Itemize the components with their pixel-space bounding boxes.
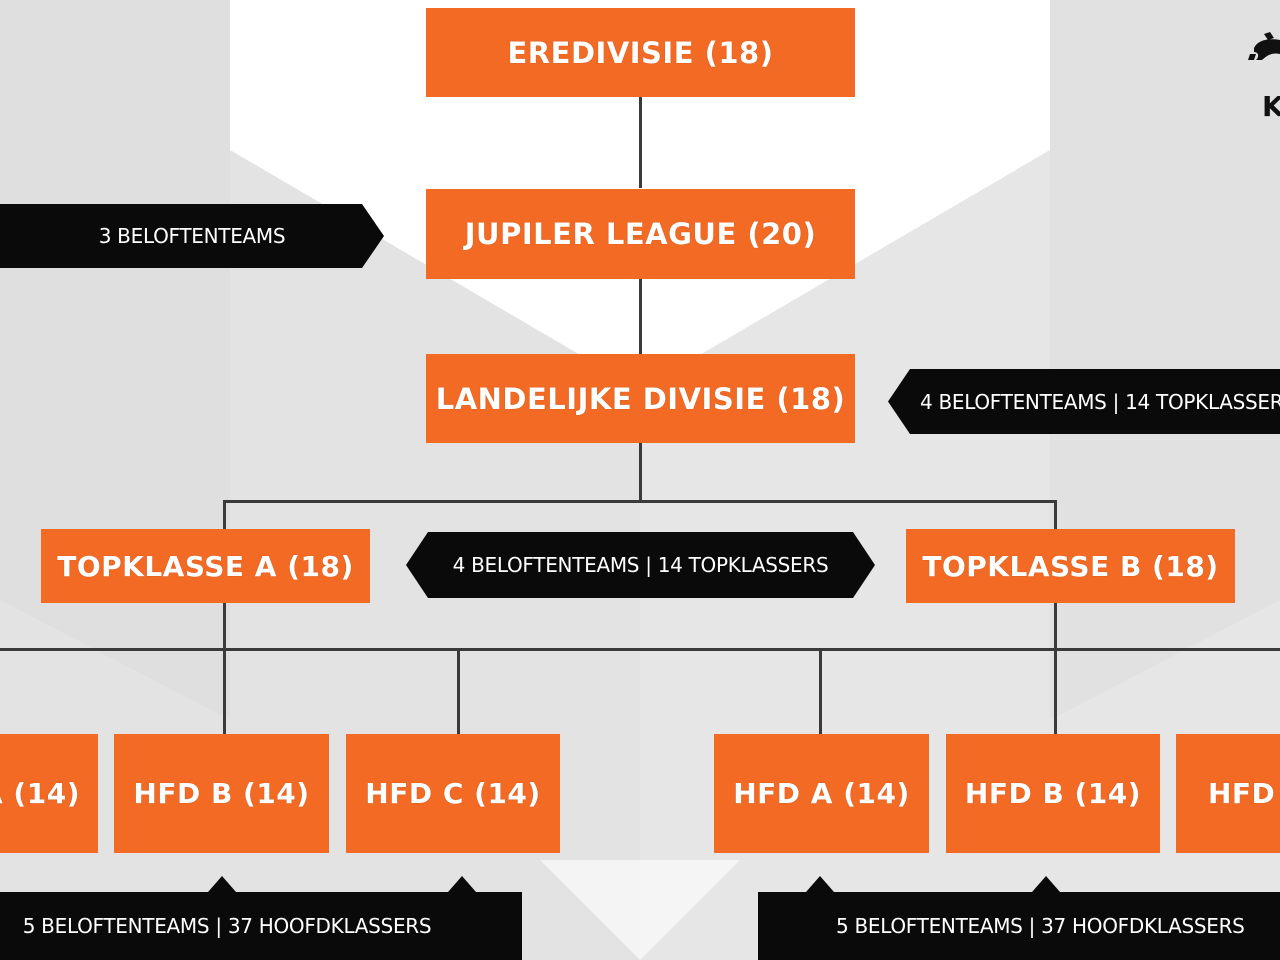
connector-hfd-horizontal [0,648,1280,651]
hfd-left-a-box: A (14) [0,734,98,853]
logo-letter: K [1262,90,1280,123]
connector-landelijke-down [639,443,642,502]
connector-hfd-c [457,648,460,735]
hfd-left-c-box: HFD C (14) [346,734,560,853]
topklasse-a-box: TOPKLASSE A (18) [41,529,370,603]
hfd-right-c-box: HFD [1176,734,1280,853]
landelijke-beloften-tag: 4 BELOFTENTEAMS | 14 TOPKLASSERS [888,369,1280,434]
connector-jupiler-landelijke [639,278,642,354]
jupiler-league-box: JUPILER LEAGUE (20) [426,189,855,279]
connector-topklasse-a-down [223,500,226,530]
topklasse-beloften-tag: 4 BELOFTENTEAMS | 14 TOPKLASSERS [406,532,875,598]
connector-topklasse-b-hfd [1054,602,1057,735]
hfd-left-tag-shape [0,876,522,960]
hfd-left-beloften-tag: 5 BELOFTENTEAMS | 37 HOOFDKLASSERS [22,914,432,938]
knvb-logo: K [1240,30,1280,125]
landelijke-divisie-box: LANDELIJKE DIVISIE (18) [426,354,855,443]
hfd-right-beloften-tag: 5 BELOFTENTEAMS | 37 HOOFDKLASSERS [836,914,1245,938]
connector-topklasse-b-down [1054,500,1057,530]
lion-icon [1248,32,1280,60]
eredivisie-box: EREDIVISIE (18) [426,8,855,97]
connector-topklasse-horizontal [223,500,1057,503]
hfd-left-b-box: HFD B (14) [114,734,329,853]
hfd-right-tag-shape [758,876,1280,960]
connector-eredivisie-jupiler [639,96,642,188]
topklasse-b-box: TOPKLASSE B (18) [906,529,1235,603]
hfd-right-b-box: HFD B (14) [946,734,1160,853]
connector-hfd-a-right [819,648,822,735]
hfd-right-a-box: HFD A (14) [714,734,929,853]
connector-topklasse-a-hfd [223,602,226,735]
jupiler-beloften-tag: 3 BELOFTENTEAMS [0,204,384,268]
